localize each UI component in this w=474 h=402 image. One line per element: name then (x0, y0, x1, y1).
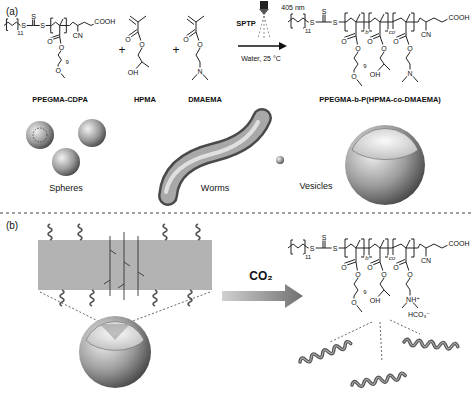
subscript-label: co (388, 255, 396, 261)
membrane-illustration (38, 224, 212, 388)
subscript-label: 11 (304, 254, 312, 260)
atom-label: O (392, 264, 399, 271)
morphology-shape: Worms (158, 110, 268, 198)
morphology-shape: Spheres (22, 115, 112, 195)
atom-label: O (406, 271, 413, 278)
atom-label: N (406, 70, 413, 77)
atom-label: CN (72, 32, 84, 39)
subscript-label: 9 (64, 59, 69, 65)
subscript-label: 11 (304, 28, 312, 34)
atom-label: COOH (448, 240, 471, 247)
compound-name: SPTP (236, 20, 256, 28)
block-copolymer-structure (288, 12, 459, 86)
atom-label: O (392, 38, 399, 45)
worm-illustration (166, 118, 284, 196)
subscript-label: 9 (362, 289, 367, 295)
text-label: Water, 25 °C (241, 55, 281, 62)
atom-label: O (124, 36, 131, 43)
atom-label: S (321, 8, 328, 15)
subscript-label: b (364, 29, 369, 35)
atom-label: COOH (448, 14, 471, 21)
atom-label: S (39, 22, 46, 29)
hpma-structure (128, 16, 149, 72)
atom-label: O (354, 45, 361, 52)
text-label: + (118, 44, 125, 56)
ppegma-cdpa-structure (4, 17, 105, 78)
atom-label: O (340, 38, 347, 45)
co2-arrow (222, 284, 303, 308)
compound-name: PPEGMA-CDPA (32, 96, 88, 104)
atom-label: OH (369, 71, 382, 78)
atom-label: HCO₃⁻ (407, 311, 431, 318)
atom-label: O (380, 45, 387, 52)
subscript-label: 9 (362, 63, 367, 69)
atom-label: O (350, 73, 357, 80)
atom-label: O (182, 36, 189, 43)
atom-label: S (30, 13, 37, 20)
subscript-label: co (388, 29, 396, 35)
text-label: 405 nm (281, 4, 304, 11)
atom-label: O (46, 38, 53, 45)
atom-label: CN (420, 257, 432, 264)
reagent-label: CO₂ (249, 270, 272, 282)
atom-label: OH (369, 297, 382, 304)
atom-label: O (138, 41, 145, 48)
atom-label: COOH (93, 18, 116, 25)
protonated-copolymer-structure (288, 238, 459, 312)
morphology-label: Spheres (49, 184, 83, 193)
dmaema-structure (186, 16, 208, 80)
lamp-icon (258, 1, 270, 38)
text-label: (b) (6, 221, 18, 231)
morphology-label: Worms (201, 184, 229, 193)
atom-label: OH (127, 69, 140, 76)
atom-label: S (332, 19, 339, 26)
atom-label: O (406, 45, 413, 52)
atom-label: S (20, 22, 27, 29)
panel-divider (0, 213, 474, 214)
atom-label: O (340, 264, 347, 271)
reaction-arrow (238, 42, 287, 50)
atom-label: S (332, 245, 339, 252)
atom-label: S (309, 245, 316, 252)
atom-label: CN (420, 31, 432, 38)
atom-label: O (380, 271, 387, 278)
atom-label: O (366, 38, 373, 45)
text-label: (a) (6, 7, 18, 17)
morphology-label: Vesicles (299, 182, 332, 191)
atom-label: O (196, 41, 203, 48)
atom-label: S (309, 19, 316, 26)
morphology-shape: Vesicles (296, 120, 430, 210)
atom-label: N (196, 68, 203, 75)
compound-name: HPMA (134, 96, 156, 104)
subscript-label: b (364, 255, 369, 261)
atom-label: O (366, 264, 373, 271)
compound-name: DMAEMA (188, 96, 222, 104)
dissolved-chains (299, 320, 458, 388)
atom-label: O (58, 43, 65, 50)
text-label: + (172, 44, 179, 56)
atom-label: S (321, 234, 328, 241)
subscript-label: 11 (16, 30, 24, 36)
atom-label: O (54, 66, 61, 73)
compound-name: PPEGMA-b-P(HPMA-co-DMAEMA) (319, 96, 441, 104)
vesicle-illustration (345, 125, 425, 205)
atom-label: O (350, 299, 357, 306)
atom-label: O (354, 271, 361, 278)
spheres-illustration (26, 119, 106, 176)
atom-label: NH⁺ (405, 296, 421, 303)
